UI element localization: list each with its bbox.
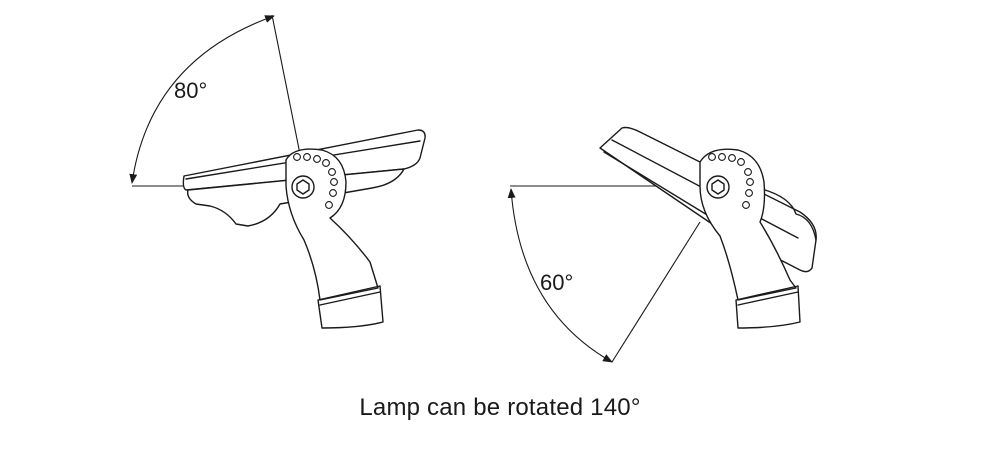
right-angle-arc: [507, 188, 613, 363]
right-pivot-bolt: [706, 175, 730, 199]
left-pivot-bolt: [291, 175, 315, 199]
right-lamp-view: 60°: [507, 126, 817, 363]
left-angle-holes: [293, 153, 338, 209]
right-rotated-reference-line: [611, 221, 701, 363]
left-angle-arc: [129, 15, 275, 184]
right-mounting-bracket: [699, 148, 801, 329]
left-lamp-view: 80°: [129, 14, 426, 329]
right-angle-label: 60°: [540, 270, 573, 295]
left-rotated-reference-line: [271, 14, 301, 155]
left-angle-label: 80°: [174, 78, 207, 103]
rotation-caption: Lamp can be rotated 140°: [359, 394, 641, 421]
right-angle-holes: [708, 153, 754, 209]
left-mounting-bracket: [285, 148, 384, 329]
